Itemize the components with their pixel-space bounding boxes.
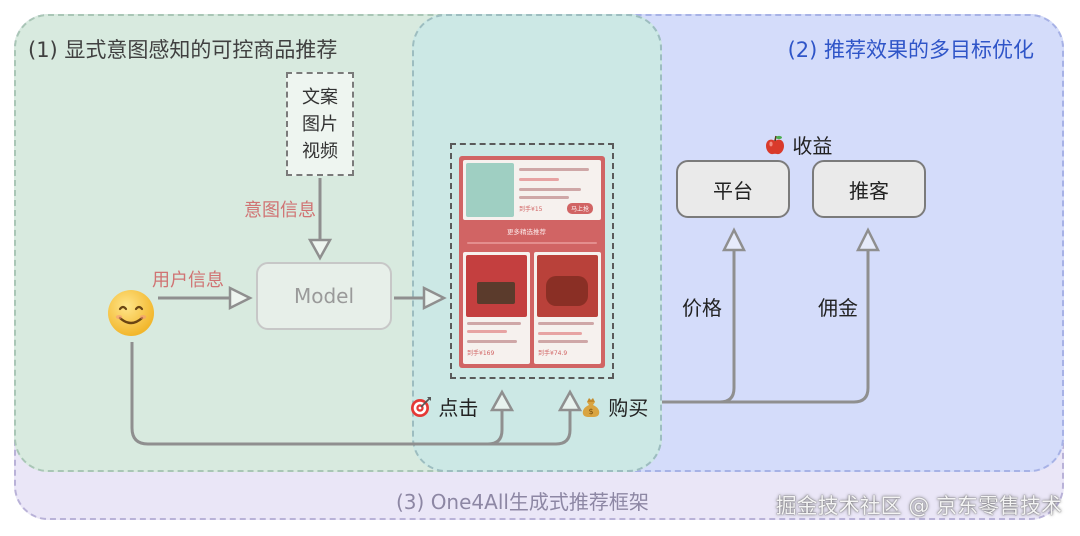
top-price-prefix: 到手 [519, 206, 532, 213]
feedback-buy-arrowhead [557, 389, 583, 412]
target-icon [411, 397, 431, 417]
intent-info-label: 意图信息 [244, 200, 316, 221]
section-title: 更多精选推荐 [507, 228, 546, 236]
feedback-buy-line [488, 410, 572, 446]
model-to-phone-arrowhead [422, 285, 447, 311]
price-label: 价格 [682, 296, 722, 320]
grid-product-card-left: 到手¥169 [463, 252, 530, 364]
buy-to-promoter-line [720, 250, 870, 404]
revenue-text: 收益 [792, 134, 833, 158]
platform-node: 平台 [676, 160, 790, 218]
purchase-text: 购买 [608, 396, 649, 420]
grid-right-price-prefix: 到手 [538, 350, 551, 357]
buy-to-platform-line [662, 250, 736, 404]
top-product-title-line [519, 168, 589, 171]
media-line-image: 图片 [302, 113, 338, 135]
feedback-click-line [130, 342, 504, 446]
grid-left-price-prefix: 到手 [467, 350, 480, 357]
user-node [106, 288, 156, 342]
grid-left-product-image [477, 282, 515, 304]
category-tabs-line [467, 242, 597, 244]
media-to-model-arrowhead [307, 238, 333, 261]
user-info-label: 用户信息 [152, 270, 224, 291]
user-to-model-arrowhead [228, 285, 253, 311]
grid-product-card-right: 到手¥74.9 [534, 252, 601, 364]
buy-to-platform-arrowhead [721, 227, 747, 252]
feedback-click-arrowhead [489, 389, 515, 412]
grid-left-price-value: ¥169 [479, 350, 495, 357]
promoter-node: 推客 [812, 160, 926, 218]
top-product-desc-line [519, 188, 581, 191]
region3-title: (3) One4All生成式推荐框架 [396, 490, 649, 514]
svg-text:$: $ [588, 407, 593, 416]
grid-right-product-image [546, 276, 588, 306]
click-label: 点击 [410, 392, 478, 421]
buy-now-button[interactable]: 马上抢 [567, 203, 594, 214]
phone-frame [450, 143, 614, 379]
purchase-label: $ 购买 [580, 392, 648, 421]
top-product-desc-line2 [519, 196, 569, 199]
buy-to-promoter-arrowhead [855, 227, 881, 252]
grid-right-tag-line [538, 332, 582, 335]
model-node: Model [256, 262, 392, 330]
top-product-thumb [466, 163, 514, 217]
phone-screenshot: 到手¥15 马上抢 更多精选推荐 到手¥169 到手¥74.9 [459, 156, 605, 368]
top-product-tag-line [519, 178, 559, 181]
smiley-face-icon [108, 290, 154, 336]
grid-left-tag-line [467, 330, 507, 333]
commission-label: 佣金 [818, 296, 858, 320]
content-media-box: 文案 图片 视频 [286, 72, 354, 176]
grid-left-price: 到手¥169 [467, 348, 494, 357]
revenue-label: 收益 [764, 130, 832, 159]
top-product-card: 到手¥15 马上抢 [463, 160, 601, 220]
watermark: 掘金技术社区 @ 京东零售技术 [775, 494, 1062, 518]
click-text: 点击 [438, 396, 479, 420]
top-price-value: ¥15 [531, 206, 543, 213]
grid-right-desc-line [538, 340, 588, 343]
grid-right-title-line [538, 322, 594, 325]
region1-title: (1) 显式意图感知的可控商品推荐 [28, 38, 338, 62]
apple-icon [766, 135, 784, 155]
grid-right-price: 到手¥74.9 [538, 348, 567, 357]
top-product-price: 到手¥15 [519, 204, 542, 213]
money-bag-icon: $ [582, 398, 600, 417]
media-line-copy: 文案 [302, 86, 338, 108]
media-line-video: 视频 [302, 140, 338, 162]
grid-left-title-line [467, 322, 521, 325]
region2-title: (2) 推荐效果的多目标优化 [787, 38, 1034, 62]
grid-left-desc-line [467, 340, 517, 343]
grid-right-price-value: ¥74.9 [550, 350, 568, 357]
